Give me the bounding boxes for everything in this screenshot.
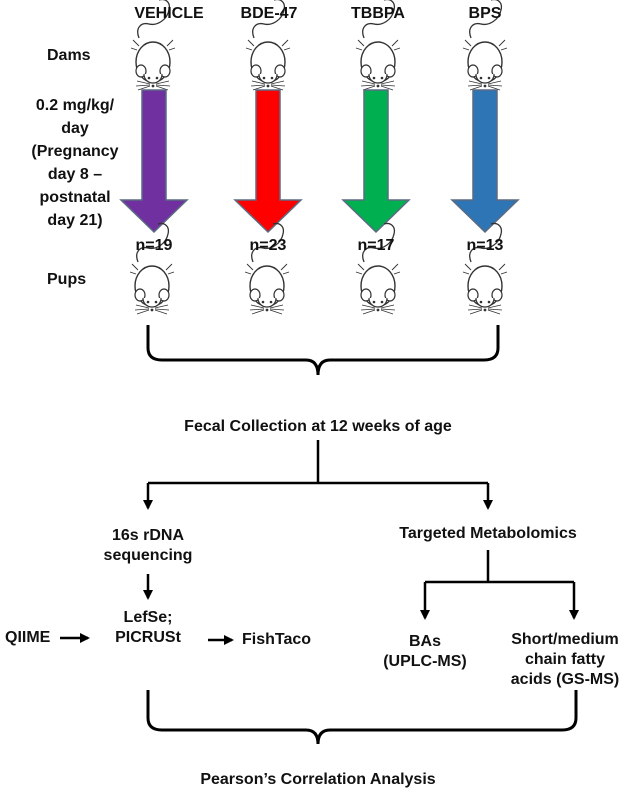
qiime-label: QIIME (5, 629, 51, 646)
scfa-label: Short/medium chain fatty acids (GS-MS) (510, 631, 620, 688)
fecal-collection-label: Fecal Collection at 12 weeks of age (184, 418, 452, 435)
metabolomics-label: Targeted Metabolomics (399, 525, 577, 542)
top-brace (146, 325, 500, 376)
arrow-bps (450, 89, 520, 234)
n-value-tbbpa: n=17 (357, 237, 395, 254)
group-label-tbbpa: TBBPA (351, 5, 405, 22)
lefse-picrust-label: LefSe; PICRUSt (115, 609, 181, 646)
n-value-bps: n=13 (466, 237, 504, 254)
arrow-vehicle (119, 89, 189, 234)
n-value-bde47: n=23 (249, 237, 287, 254)
pups-label: Pups (47, 271, 87, 288)
fishtaco-label: FishTaco (242, 631, 312, 648)
arrow-bde47 (233, 89, 303, 234)
dose-label: 0.2 mg/kg/ day (Pregnancy day 8 – postna… (31, 97, 119, 229)
sequencing-label: 16s rDNA sequencing (103, 527, 193, 564)
n-value-vehicle: n=19 (135, 237, 173, 254)
dams-label: Dams (47, 47, 91, 64)
group-label-bde47: BDE-47 (240, 5, 298, 22)
group-label-bps: BPS (468, 5, 502, 22)
group-label-vehicle: VEHICLE (134, 5, 204, 22)
pearson-correlation-label: Pearson’s Correlation Analysis (200, 771, 436, 788)
arrow-tbbpa (341, 89, 411, 234)
bas-label: BAs (UPLC-MS) (383, 633, 467, 670)
bottom-brace (146, 690, 578, 745)
